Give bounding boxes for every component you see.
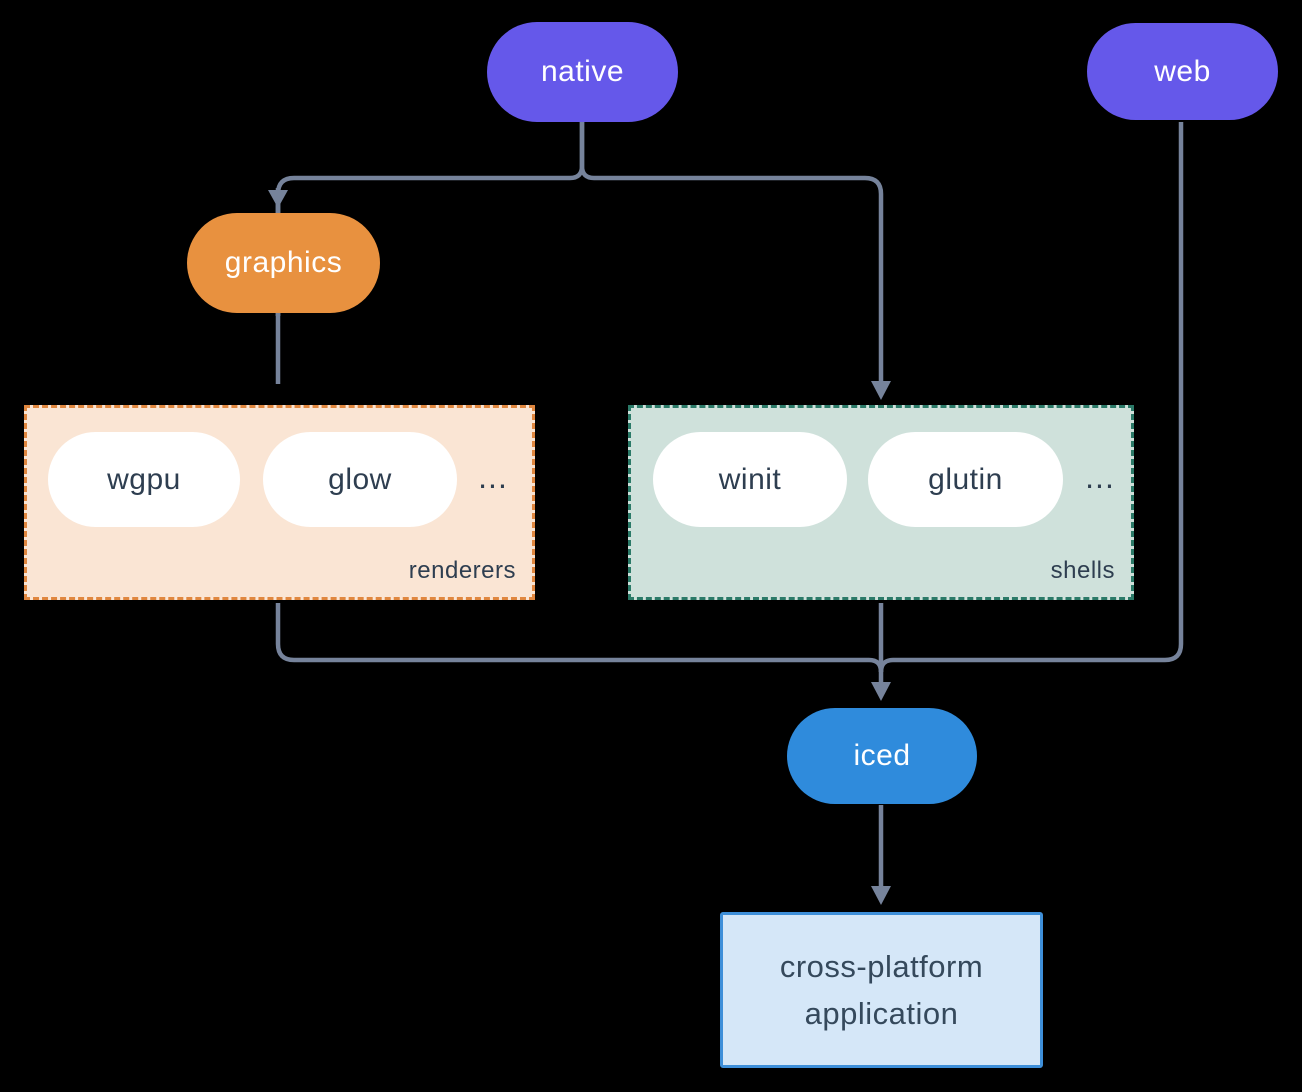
node-iced-label: iced [853,739,911,772]
arrowhead-application [871,886,891,905]
node-native-label: native [540,55,625,88]
shells-ellipsis: ... [1085,459,1115,495]
node-cross-platform-application: cross-platform application [720,912,1043,1068]
arrowhead-iced [871,682,891,701]
group-shells-label: shells [1050,557,1115,584]
node-web: web [1087,23,1278,120]
arrowhead-shells [871,381,891,400]
group-renderers-label: renderers [408,557,516,584]
node-graphics: graphics [187,213,380,313]
node-wgpu: wgpu [48,432,240,527]
node-iced: iced [787,708,977,804]
node-web-label: web [1154,54,1211,88]
edge-native-graphics [275,122,585,195]
node-glutin-label: glutin [928,462,1003,496]
node-native: native [487,22,678,122]
node-graphics-label: graphics [224,246,343,279]
edge-renderers-junction [275,603,884,673]
node-winit-label: winit [718,462,782,496]
node-wgpu-label: wgpu [107,462,181,496]
renderers-ellipsis: ... [478,459,508,495]
node-glutin: glutin [868,432,1063,527]
node-glow: glow [263,432,457,527]
node-glow-label: glow [328,462,392,496]
node-winit: winit [653,432,847,527]
edge-native-shells [579,122,884,382]
node-cross-platform-application-label: cross-platform application [779,949,984,1031]
arrowhead-graphics [268,190,288,208]
